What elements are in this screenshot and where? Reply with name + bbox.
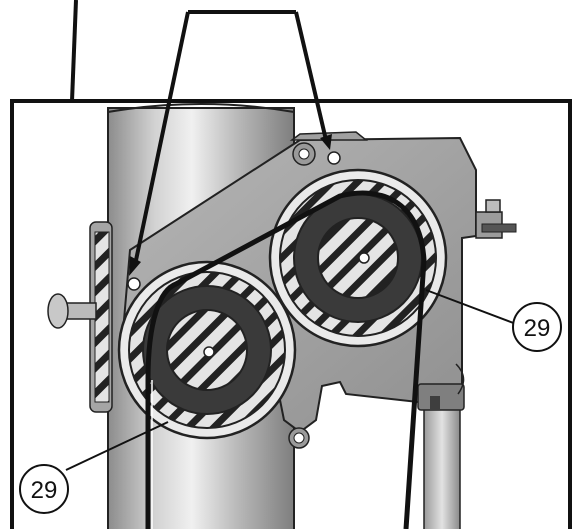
callout-left-circle <box>19 464 69 514</box>
callout-right: 29 <box>512 302 562 352</box>
hole-top-right <box>327 151 341 165</box>
rod-clamp <box>417 363 465 411</box>
rope-path <box>145 190 427 529</box>
right-roller-core <box>317 217 399 299</box>
mounting-holes <box>127 142 341 449</box>
callout-right-circle <box>512 302 562 352</box>
hole-top-left-bore <box>298 148 310 160</box>
left-arrow-line <box>133 11 190 266</box>
callout-left: 29 <box>19 464 69 514</box>
drawing-area <box>47 103 517 529</box>
callout-left-label: 29 <box>31 477 58 504</box>
hole-left <box>127 277 141 291</box>
left-clamp-section <box>94 231 110 403</box>
left-roller-center <box>203 346 215 358</box>
callout-right-label: 29 <box>524 315 551 342</box>
left-roller <box>117 260 297 440</box>
left-callout-leader <box>65 421 169 471</box>
right-roller-center <box>358 252 370 264</box>
right-bolt <box>475 199 517 239</box>
right-roller <box>268 168 448 348</box>
hole-bottom-bore <box>293 432 305 444</box>
right-arrow-head <box>320 134 332 150</box>
top-pointer-lines <box>70 0 332 276</box>
right-arrow-line <box>294 11 328 141</box>
left-arrow-head <box>129 256 141 276</box>
knob-head <box>47 293 69 329</box>
main-tube-top-edge <box>107 103 295 113</box>
frame-pointer-line <box>70 0 78 102</box>
right-callout-leader <box>425 289 517 325</box>
detail-frame <box>10 99 572 529</box>
